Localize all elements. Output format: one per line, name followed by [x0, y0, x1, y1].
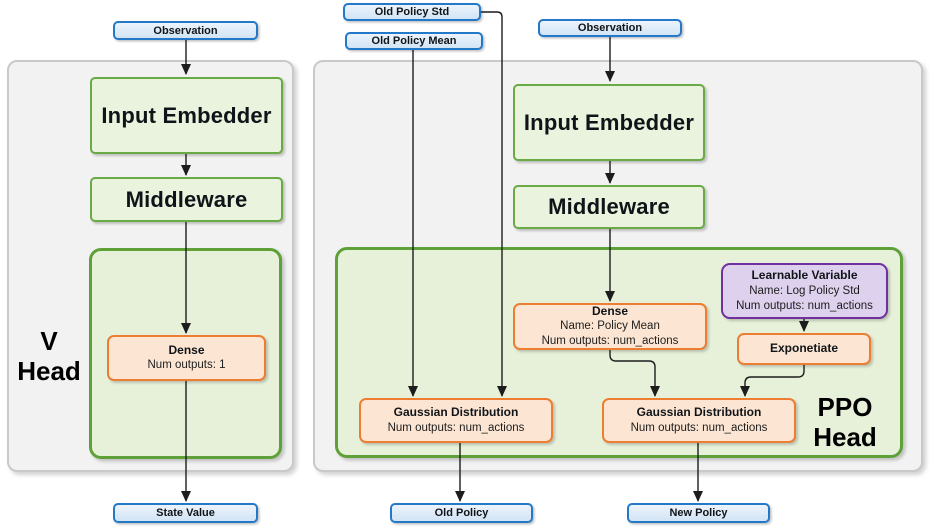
middleware-ppo-label: Middleware: [548, 194, 670, 219]
observation-input-ppo-label: Observation: [577, 22, 643, 34]
dense-policy-mean-name: Name: Policy Mean: [560, 320, 660, 333]
gaussian-distribution-old: Gaussian Distribution Num outputs: num_a…: [359, 398, 553, 443]
v-head-label-line2: Head: [17, 356, 81, 387]
ppo-head-label-line2: Head: [813, 422, 877, 453]
old-policy-mean-input: Old Policy Mean: [345, 32, 483, 50]
new-policy-output: New Policy: [627, 503, 770, 523]
v-head-label: V Head: [8, 326, 90, 387]
gaussian-distribution-new-outputs: Num outputs: num_actions: [630, 421, 768, 434]
exponetiate-label: Exponetiate: [769, 341, 838, 356]
dense-v: Dense Num outputs: 1: [107, 335, 266, 381]
learnable-variable-title: Learnable Variable: [751, 268, 858, 283]
gaussian-distribution-old-outputs: Num outputs: num_actions: [387, 421, 525, 434]
observation-input-v-label: Observation: [153, 24, 218, 37]
state-value-output-label: State Value: [156, 507, 215, 519]
dense-v-title: Dense: [168, 342, 205, 357]
observation-input-v: Observation: [113, 21, 258, 40]
learnable-variable-outputs: Num outputs: num_actions: [736, 299, 873, 312]
ppo-head-label-line1: PPO: [817, 392, 873, 422]
v-head-label-line1: V: [40, 326, 58, 356]
dense-policy-mean-title: Dense: [591, 303, 629, 318]
old-policy-std-input-label: Old Policy Std: [374, 6, 450, 18]
middleware-v: Middleware: [90, 177, 283, 222]
observation-input-ppo: Observation: [538, 19, 682, 37]
exponetiate: Exponetiate: [737, 333, 871, 365]
input-embedder-ppo: Input Embedder: [513, 84, 705, 161]
old-policy-mean-input-label: Old Policy Mean: [371, 35, 457, 47]
input-embedder-v: Input Embedder: [90, 77, 283, 154]
dense-policy-mean-outputs: Num outputs: num_actions: [541, 335, 679, 348]
old-policy-output-label: Old Policy: [434, 507, 489, 519]
input-embedder-v-label: Input Embedder: [101, 102, 272, 128]
state-value-output: State Value: [113, 503, 258, 523]
learnable-variable: Learnable Variable Name: Log Policy Std …: [721, 263, 888, 319]
dense-v-outputs: Num outputs: 1: [147, 359, 226, 372]
learnable-variable-name: Name: Log Policy Std: [749, 284, 860, 297]
input-embedder-ppo-label: Input Embedder: [523, 109, 695, 135]
middleware-ppo: Middleware: [513, 185, 705, 229]
middleware-v-label: Middleware: [125, 186, 248, 212]
old-policy-output: Old Policy: [390, 503, 533, 523]
gaussian-distribution-new: Gaussian Distribution Num outputs: num_a…: [602, 398, 796, 443]
new-policy-output-label: New Policy: [669, 507, 728, 519]
gaussian-distribution-new-title: Gaussian Distribution: [636, 405, 762, 420]
old-policy-std-input: Old Policy Std: [343, 3, 481, 21]
gaussian-distribution-old-title: Gaussian Distribution: [393, 405, 519, 420]
dense-policy-mean: Dense Name: Policy Mean Num outputs: num…: [513, 303, 707, 350]
ppo-head-label: PPO Head: [803, 392, 887, 453]
